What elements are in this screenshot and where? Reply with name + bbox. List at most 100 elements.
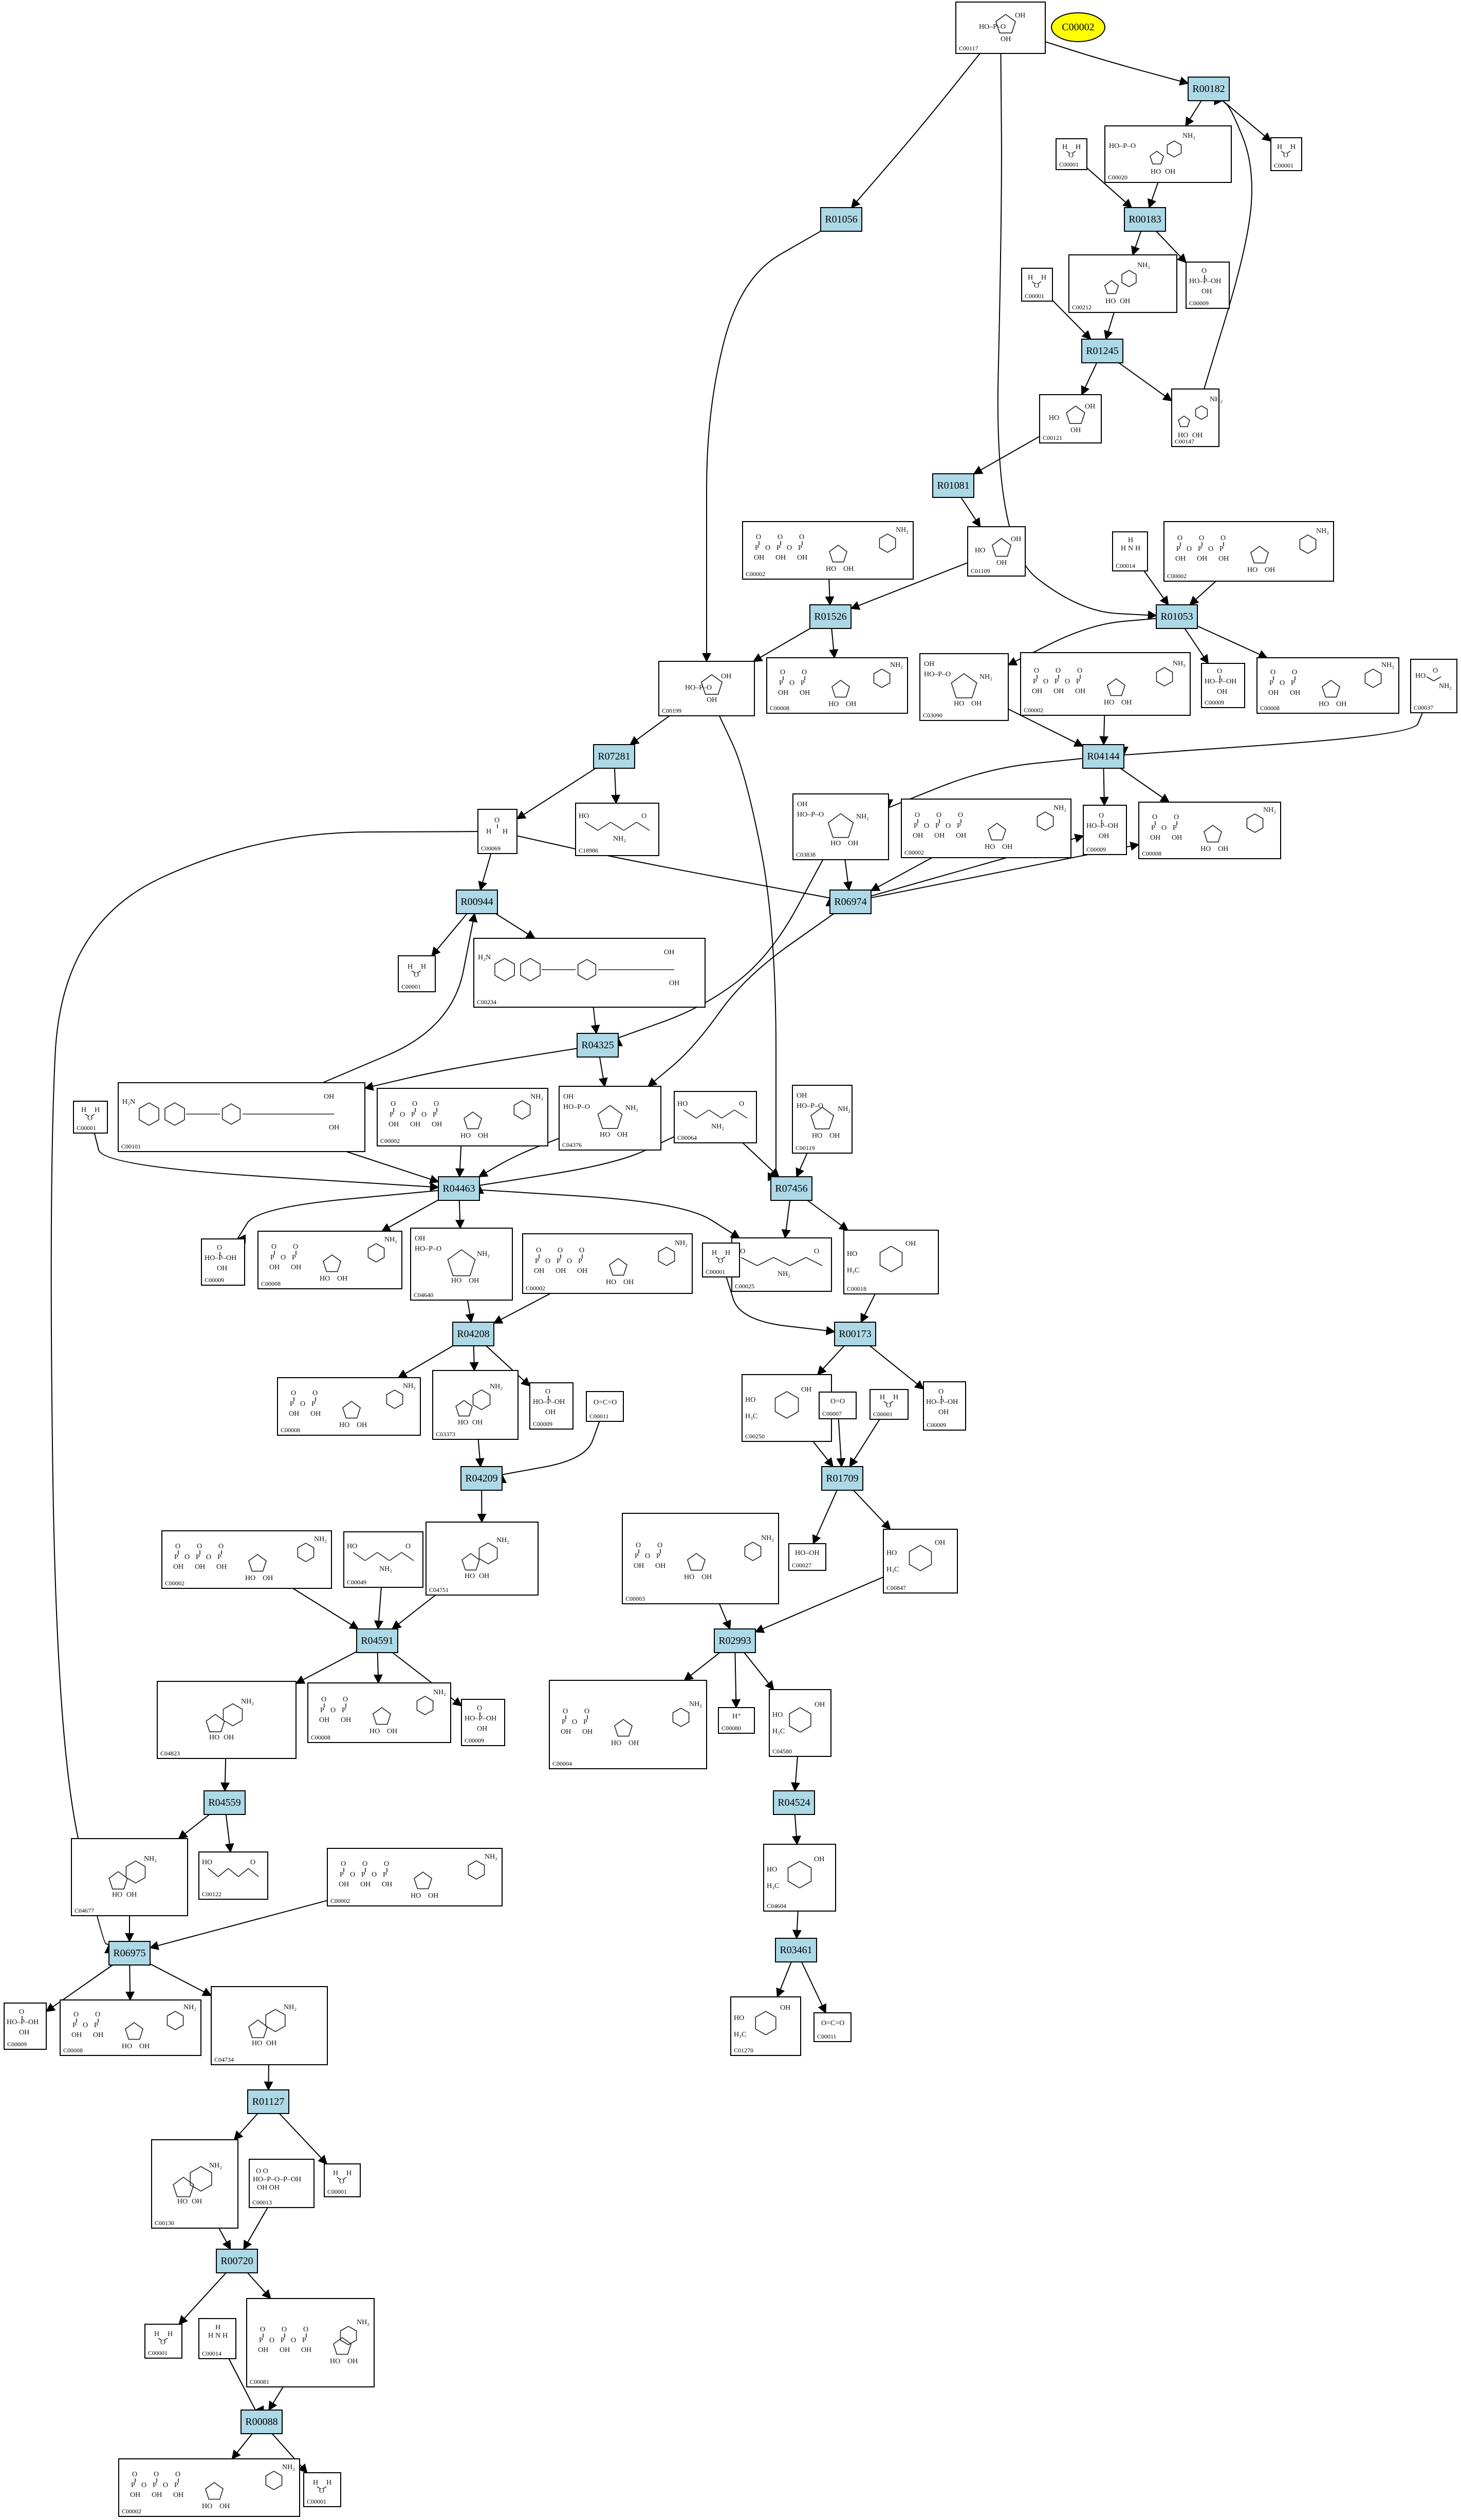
reaction-r00088[interactable]: R00088 [241,2410,283,2434]
reaction-r04209[interactable]: R04209 [460,1466,503,1491]
reaction-r01056[interactable]: R01056 [820,207,862,232]
reaction-r00182[interactable]: R00182 [1188,77,1230,101]
reaction-r06975[interactable]: R06975 [108,1941,151,1966]
compound-c00080[interactable]: H⁺C00080 [718,1707,755,1734]
reaction-r01709[interactable]: R01709 [821,1466,863,1491]
reaction-r02993[interactable]: R02993 [714,1628,756,1653]
reaction-r04591[interactable]: R04591 [356,1628,398,1653]
reaction-r07281[interactable]: R07281 [593,744,635,769]
reaction-r01081[interactable]: R01081 [932,473,974,498]
reaction-r00944[interactable]: R00944 [456,890,498,914]
reaction-r04325[interactable]: R04325 [577,1033,619,1058]
reaction-r01053[interactable]: R01053 [1156,604,1198,629]
reaction-r00720[interactable]: R00720 [216,2249,258,2273]
reaction-r07456[interactable]: R07456 [770,1176,812,1201]
reaction-r01127[interactable]: R01127 [247,2089,289,2114]
reaction-r01245[interactable]: R01245 [1081,339,1123,363]
reaction-r04208[interactable]: R04208 [452,1322,494,1346]
reaction-r04144[interactable]: R04144 [1082,744,1124,769]
reaction-r04524[interactable]: R04524 [773,1790,815,1815]
reaction-r01526[interactable]: R01526 [809,604,852,629]
reaction-r03461[interactable]: R03461 [775,1938,817,1962]
reaction-r06974[interactable]: R06974 [829,890,872,914]
reaction-r04463[interactable]: R04463 [438,1176,480,1201]
reaction-r04559[interactable]: R04559 [204,1790,246,1815]
